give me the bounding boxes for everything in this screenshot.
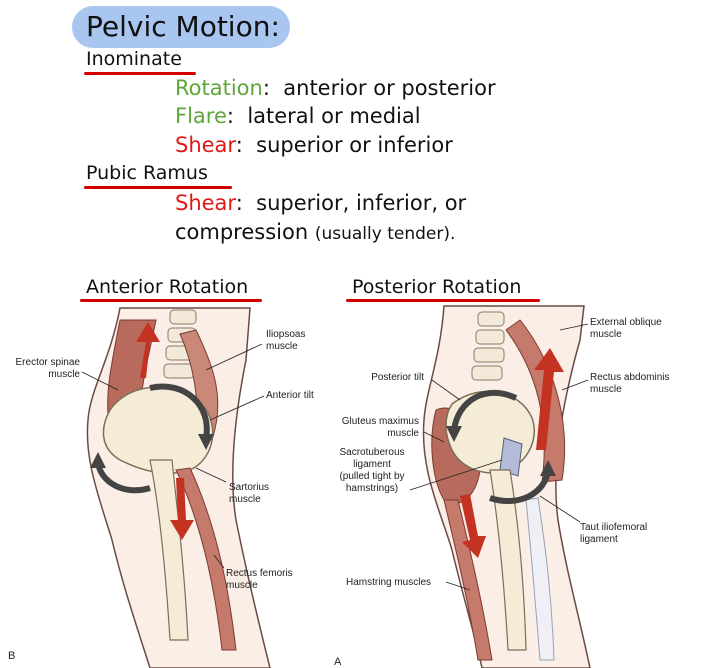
label-erector-spinae: Erector spinae muscle [15, 357, 80, 380]
heading-underline [80, 299, 262, 302]
section-heading-pubic-ramus: Pubic Ramus [86, 162, 208, 184]
list-item-flare: Flare: lateral or medial [175, 104, 421, 128]
compression-text: compression [175, 220, 309, 244]
list-item-rotation: Rotation: anterior or posterior [175, 76, 496, 100]
compression-note: (usually tender). [314, 224, 456, 244]
term-shear: Shear [175, 133, 236, 157]
panel-letter-a: A [334, 656, 342, 668]
term-flare: Flare [175, 104, 227, 128]
desc-pubic-shear: superior, inferior, or [256, 191, 467, 215]
page-title: Pelvic Motion: [72, 6, 290, 48]
label-anterior-tilt: Anterior tilt [266, 390, 314, 401]
label-taut-iliofemoral: Taut iliofemoral ligament [580, 522, 648, 545]
desc-rotation: anterior or posterior [283, 76, 496, 100]
term-pubic-shear: Shear [175, 191, 236, 215]
list-item-compression: compression (usually tender). [175, 220, 455, 244]
heading-underline [84, 186, 232, 189]
posterior-rotation-illustration [409, 305, 591, 668]
label-sartorius: Sartorius muscle [229, 482, 270, 505]
anterior-rotation-illustration [81, 307, 271, 668]
list-item-shear: Shear: superior or inferior [175, 133, 453, 157]
label-rectus-femoris: Rectus femoris muscle [226, 568, 293, 591]
label-hamstring: Hamstring muscles [346, 577, 432, 588]
panel-letter-b: B [8, 650, 16, 662]
figure-heading-posterior: Posterior Rotation [352, 276, 522, 298]
label-iliopsoas: Iliopsoas muscle [266, 329, 306, 352]
label-sacrotuberous: Sacrotuberous ligament (pulled tight by … [339, 447, 405, 494]
heading-underline [346, 299, 540, 302]
label-posterior-tilt: Posterior tilt [371, 372, 424, 383]
section-heading-inominate: Inominate [86, 48, 182, 70]
label-rectus-abdominis: Rectus abdominis muscle [590, 372, 670, 395]
desc-shear: superior or inferior [256, 133, 453, 157]
term-rotation: Rotation [175, 76, 263, 100]
figure-heading-anterior: Anterior Rotation [86, 276, 249, 298]
label-external-oblique: External oblique muscle [590, 317, 662, 340]
label-gluteus-maximus: Gluteus maximus muscle [341, 416, 419, 439]
heading-underline [84, 72, 196, 75]
list-item-pubic-shear: Shear: superior, inferior, or [175, 191, 467, 215]
desc-flare: lateral or medial [247, 104, 421, 128]
